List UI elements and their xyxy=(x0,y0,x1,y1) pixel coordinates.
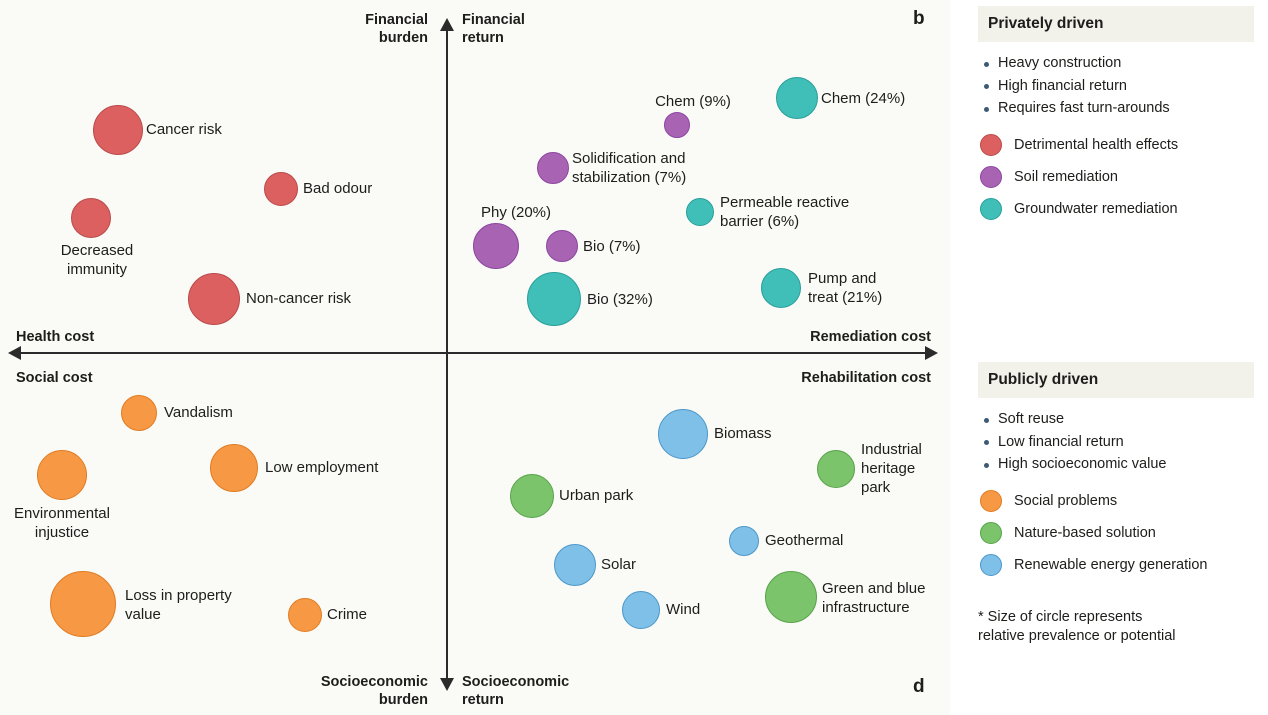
bubble-detrimental-health-effects[interactable] xyxy=(71,198,111,238)
legend-bullets-publicly-driven: Soft reuse Low financial return High soc… xyxy=(978,404,1254,476)
bubble-label: Wind xyxy=(666,601,701,618)
bubble-label: Chem (9%) xyxy=(655,93,731,110)
bubble-detrimental-health-effects[interactable] xyxy=(93,105,143,155)
axis-arrow-down-icon xyxy=(440,678,454,691)
bubble-soil-remediation[interactable] xyxy=(537,152,569,184)
legend-bullets-privately-driven: Heavy construction High financial return… xyxy=(978,48,1254,120)
legend-key-item[interactable]: Groundwater remediation xyxy=(980,197,1254,220)
legend-color-dot-icon xyxy=(980,197,1002,220)
vertical-axis-line xyxy=(446,28,448,688)
legend-bullet: Low financial return xyxy=(982,431,1254,454)
axis-label-financial-burden: Financial burden xyxy=(365,12,428,46)
bubble-label: Industrial heritage park xyxy=(861,441,922,496)
legend-key-item[interactable]: Soil remediation xyxy=(980,165,1254,188)
bubble-nature-based-solution[interactable] xyxy=(765,571,817,623)
legend-title-privately-driven: Privately driven xyxy=(978,6,1254,42)
legend-key-label: Renewable energy generation xyxy=(1014,556,1208,573)
bubble-groundwater-remediation[interactable] xyxy=(686,198,714,226)
bubble-label: Solidification and stabilization (7%) xyxy=(572,150,687,186)
bubble-social-problems[interactable] xyxy=(288,598,322,632)
legend-bullet: Heavy construction xyxy=(982,52,1254,75)
bubble-label: Cancer risk xyxy=(146,121,222,138)
legend-key-item[interactable]: Nature-based solution xyxy=(980,521,1254,544)
legend-keys-privately-driven: Detrimental health effects Soil remediat… xyxy=(980,133,1254,220)
legend-color-dot-icon xyxy=(980,165,1002,188)
bubble-label: Loss in property value xyxy=(125,587,232,623)
legend-key-item[interactable]: Detrimental health effects xyxy=(980,133,1254,156)
legend-bullet: Requires fast turn-arounds xyxy=(982,97,1254,120)
axis-arrow-left-icon xyxy=(8,346,21,360)
axis-label-socioeconomic-return: Socioeconomic return xyxy=(462,674,570,708)
legend-keys-publicly-driven: Social problems Nature-based solution Re… xyxy=(980,489,1254,576)
bubble-label: Urban park xyxy=(559,487,634,504)
bubble-soil-remediation[interactable] xyxy=(664,112,690,138)
legend-color-dot-icon xyxy=(980,489,1002,512)
legend-bullet: Soft reuse xyxy=(982,408,1254,431)
panel-letter-b: b xyxy=(913,8,925,29)
axis-arrow-right-icon xyxy=(925,346,938,360)
legend-title-publicly-driven: Publicly driven xyxy=(978,362,1254,398)
bubble-social-problems[interactable] xyxy=(37,450,87,500)
bubble-soil-remediation[interactable] xyxy=(546,230,578,262)
bubble-renewable-energy-generation[interactable] xyxy=(622,591,660,629)
axis-label-rehabilitation-cost: Rehabilitation cost xyxy=(801,370,931,386)
legend-key-item[interactable]: Renewable energy generation xyxy=(980,553,1254,576)
bubble-nature-based-solution[interactable] xyxy=(510,474,554,518)
bubble-soil-remediation[interactable] xyxy=(473,223,519,269)
bubble-groundwater-remediation[interactable] xyxy=(527,272,581,326)
axis-label-financial-return: Financial return xyxy=(462,12,525,46)
bubble-label: Biomass xyxy=(714,425,772,442)
bubble-label: Geothermal xyxy=(765,532,844,549)
bubble-label: Pump and treat (21%) xyxy=(808,270,883,306)
legend-key-item[interactable]: Social problems xyxy=(980,489,1254,512)
bubble-renewable-energy-generation[interactable] xyxy=(729,526,759,556)
bubble-social-problems[interactable] xyxy=(50,571,116,637)
axis-label-remediation-cost: Remediation cost xyxy=(810,329,931,345)
panel-letter-d: d xyxy=(913,676,925,697)
legend-key-label: Groundwater remediation xyxy=(1014,200,1178,217)
bubble-social-problems[interactable] xyxy=(210,444,258,492)
horizontal-axis-line xyxy=(14,352,932,354)
legend-key-label: Detrimental health effects xyxy=(1014,136,1179,153)
axis-label-health-cost: Health cost xyxy=(16,329,95,345)
bubble-renewable-energy-generation[interactable] xyxy=(658,409,708,459)
bubble-label: Decreased immunity xyxy=(60,242,134,278)
bubble-label: Solar xyxy=(601,556,637,573)
bubble-groundwater-remediation[interactable] xyxy=(761,268,801,308)
legend-key-label: Social problems xyxy=(1014,492,1118,509)
bubble-label: Bio (32%) xyxy=(587,291,653,308)
legend-panel: Privately driven Heavy construction High… xyxy=(950,0,1268,715)
axis-arrow-up-icon xyxy=(440,18,454,31)
legend-footnote: * Size of circle represents relative pre… xyxy=(978,609,1176,644)
legend-bullet: High financial return xyxy=(982,75,1254,98)
axis-label-social-cost: Social cost xyxy=(16,370,93,386)
legend-key-label: Nature-based solution xyxy=(1014,524,1156,541)
bubble-label: Bio (7%) xyxy=(583,238,641,255)
bubble-label: Chem (24%) xyxy=(821,90,906,107)
legend-color-dot-icon xyxy=(980,133,1002,156)
bubble-label: Crime xyxy=(327,606,367,623)
legend-privately-driven: Privately driven Heavy construction High… xyxy=(978,6,1254,230)
legend-color-dot-icon xyxy=(980,553,1002,576)
legend-bullet: High socioeconomic value xyxy=(982,453,1254,476)
bubble-label: Non-cancer risk xyxy=(246,290,352,307)
chart-plot-area: Financial burden Financial return Health… xyxy=(8,8,938,708)
bubble-renewable-energy-generation[interactable] xyxy=(554,544,596,586)
bubble-label: Permeable reactive barrier (6%) xyxy=(720,194,850,230)
bubble-social-problems[interactable] xyxy=(121,395,157,431)
legend-publicly-driven: Publicly driven Soft reuse Low financial… xyxy=(978,362,1254,586)
bubble-nature-based-solution[interactable] xyxy=(817,450,855,488)
bubble-label: Green and blue infrastructure xyxy=(822,580,926,616)
axis-label-socioeconomic-burden: Socioeconomic burden xyxy=(320,674,428,708)
legend-color-dot-icon xyxy=(980,521,1002,544)
bubble-label: Low employment xyxy=(265,459,379,476)
legend-key-label: Soil remediation xyxy=(1014,168,1118,185)
bubble-detrimental-health-effects[interactable] xyxy=(264,172,298,206)
bubble-label: Environmental injustice xyxy=(14,505,110,541)
bubble-detrimental-health-effects[interactable] xyxy=(188,273,240,325)
bubble-groundwater-remediation[interactable] xyxy=(776,77,818,119)
bubble-label: Phy (20%) xyxy=(480,204,552,221)
bubble-label: Vandalism xyxy=(164,404,233,421)
bubble-label: Bad odour xyxy=(303,180,373,197)
